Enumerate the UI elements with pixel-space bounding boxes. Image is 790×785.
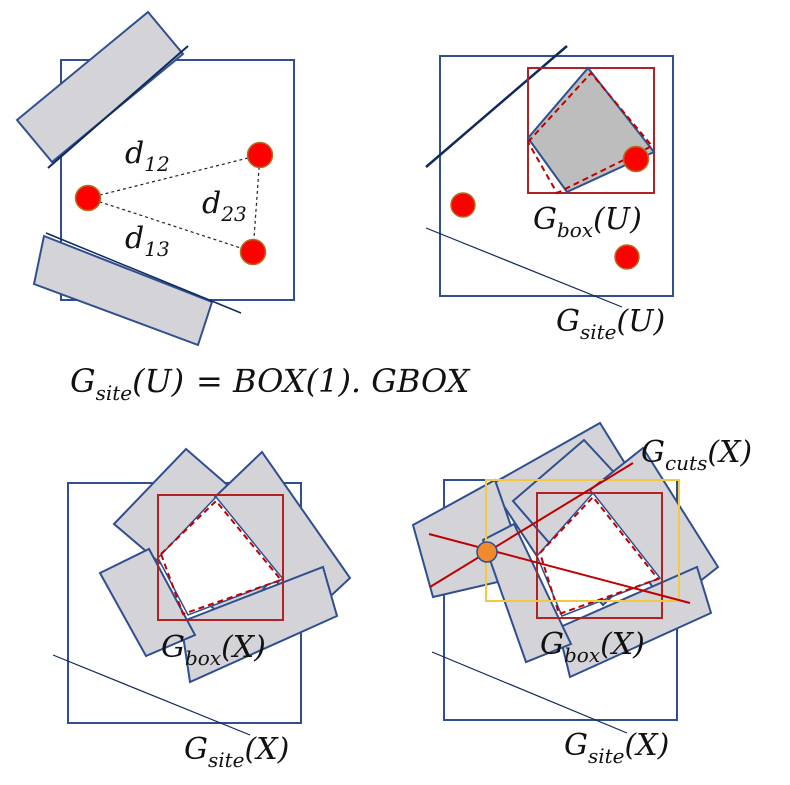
label-gsite-x: Gsite(X) xyxy=(184,732,289,772)
cut-line-2 xyxy=(428,533,691,604)
gbox-red-box xyxy=(527,67,655,194)
gray-quad-region xyxy=(526,66,656,194)
panel-bottom-right: Gcuts(X) Gbox(X) Gsite(X) xyxy=(411,421,752,768)
label-gsite-x: Gsite(X) xyxy=(564,728,669,768)
red-dashed-outline xyxy=(539,495,660,616)
label-d13: d13 xyxy=(125,221,170,261)
label-gbox-x: Gbox(X) xyxy=(161,630,266,670)
distance-line-13 xyxy=(87,197,254,253)
cut-line-1 xyxy=(429,462,634,588)
site-point-1 xyxy=(74,184,102,212)
label-d12: d12 xyxy=(125,136,170,176)
panel-bottom-left: Gbox(X) Gsite(X) xyxy=(52,447,352,772)
site-point-left xyxy=(450,192,476,218)
gcuts-yellow-box xyxy=(485,479,680,602)
boundary-line-lower xyxy=(45,232,242,314)
gbox-red-box xyxy=(157,494,284,621)
obstacle-rect-upper xyxy=(15,10,185,164)
site-point-3 xyxy=(239,238,267,266)
boundary-line-lower xyxy=(425,227,623,308)
panel-top-right: Gbox(U) Gsite(U) xyxy=(425,45,674,344)
obstacle-rect-bottom xyxy=(179,565,339,684)
red-dashed-outline xyxy=(160,499,283,616)
site-point-2 xyxy=(246,141,274,169)
boundary-line xyxy=(52,654,251,736)
obstacle-rect-left xyxy=(98,547,197,658)
label-gbox-u: Gbox(U) xyxy=(533,202,642,242)
distance-line-23 xyxy=(252,154,261,253)
boundary-line-upper xyxy=(47,45,189,169)
label-gbox-x: Gbox(X) xyxy=(540,627,645,667)
cut-intersection-point xyxy=(476,541,498,563)
boundary-line xyxy=(431,651,628,734)
label-d23: d23 xyxy=(202,186,247,226)
site-point-bottom xyxy=(614,244,640,270)
site-point-in-box xyxy=(622,145,650,173)
label-gsite-u: Gsite(U) xyxy=(556,304,665,344)
obstacle-rect-small-left xyxy=(481,522,573,664)
distance-line-12 xyxy=(87,154,261,199)
label-gcuts-x: Gcuts(X) xyxy=(641,435,752,475)
obstacle-rect-bottom xyxy=(556,565,713,679)
gbox-red-box xyxy=(536,492,663,619)
obstacle-rect-lower xyxy=(32,234,214,347)
boundary-line-upper xyxy=(425,45,568,168)
equation-gsite: Gsite(U)= BOX(1). GBOX xyxy=(70,362,471,405)
panel-top-left: d12 d23 d13 xyxy=(15,10,295,347)
red-dashed-outline xyxy=(527,71,654,195)
